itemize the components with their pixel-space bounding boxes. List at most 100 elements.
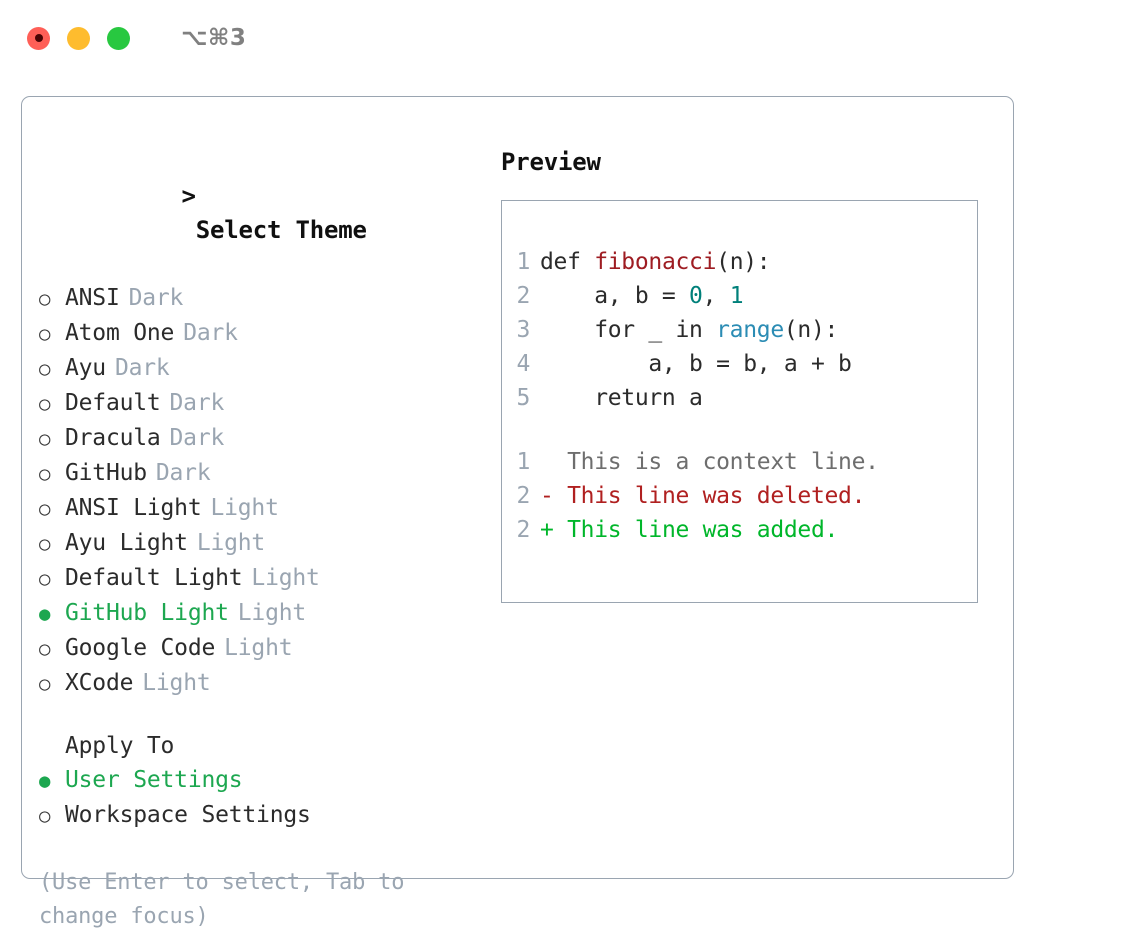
theme-option-ansi[interactable]: ○ ANSI Dark	[39, 281, 492, 316]
theme-option-label: Google Code	[65, 635, 216, 661]
apply-to-option-user-settings[interactable]: ● User Settings	[39, 763, 492, 798]
radio-unselected-icon: ○	[39, 428, 51, 450]
apply-to-option-label: User Settings	[65, 767, 243, 793]
theme-option-variant: Light	[224, 635, 293, 661]
code-token-num: 0	[689, 283, 703, 309]
code-line-text: for _ in range(n):	[540, 313, 838, 347]
theme-option-label: Default	[65, 390, 161, 416]
theme-option-label: GitHub	[65, 460, 147, 486]
code-token-call: range	[716, 317, 784, 343]
close-button[interactable]	[27, 26, 50, 50]
radio-unselected-icon: ○	[39, 288, 51, 310]
theme-option-variant: Dark	[114, 355, 170, 381]
theme-option-variant: Dark	[169, 390, 225, 416]
header-caret-icon: >	[181, 182, 196, 210]
radio-unselected-icon: ○	[39, 673, 51, 695]
theme-option-variant: Dark	[128, 285, 184, 311]
code-token-plain: def	[540, 249, 595, 275]
code-token-plain: for _ in	[540, 317, 717, 343]
code-token-plain: return a	[540, 385, 703, 411]
code-token-plain: (n):	[783, 317, 839, 343]
code-token-plain: a, b =	[540, 283, 690, 309]
theme-option-variant: Dark	[183, 320, 238, 346]
theme-option-label: XCode	[65, 670, 134, 696]
theme-option-ayu[interactable]: ○ Ayu Dark	[39, 351, 492, 386]
section-spacer	[39, 701, 492, 729]
theme-option-atom-one[interactable]: ○ Atom One Dark	[39, 316, 492, 351]
theme-option-label: ANSI	[65, 285, 120, 311]
code-line: 2 a, b = 0, 1	[502, 279, 977, 313]
radio-unselected-icon: ○	[39, 805, 51, 827]
theme-option-variant: Light	[142, 670, 211, 696]
code-line-number: 2	[516, 283, 530, 309]
code-line-text: a, b = b, a + b	[540, 347, 852, 381]
diff-line-ctx: 1 This is a context line.	[502, 445, 977, 479]
radio-unselected-icon: ○	[39, 568, 51, 590]
diff-sign	[540, 445, 554, 479]
theme-option-label: Atom One	[65, 320, 175, 346]
code-line-number: 5	[516, 385, 530, 411]
maximize-button[interactable]	[107, 26, 130, 50]
theme-option-google-code[interactable]: ○ Google Code Light	[39, 631, 492, 666]
theme-option-label: ANSI Light	[65, 495, 202, 521]
code-line: 5 return a	[502, 381, 977, 415]
diff-line-text: This line was deleted.	[553, 483, 866, 509]
diff-line-text: This line was added.	[553, 517, 839, 543]
theme-option-label: GitHub Light	[65, 600, 229, 626]
theme-option-label: Ayu	[65, 355, 106, 381]
diff-line-text: This is a context line.	[553, 449, 879, 475]
code-line: 1 def fibonacci(n):	[502, 245, 977, 279]
radio-unselected-icon: ○	[39, 638, 51, 660]
theme-option-label: Ayu Light	[65, 530, 188, 556]
radio-selected-icon: ●	[39, 770, 51, 792]
theme-option-variant: Light	[196, 530, 266, 556]
select-theme-title: Select Theme	[195, 216, 367, 244]
code-token-plain: a, b = b, a + b	[540, 351, 852, 377]
traffic-lights	[27, 26, 130, 50]
diff-line-del: 2- This line was deleted.	[502, 479, 977, 513]
radio-unselected-icon: ○	[39, 358, 51, 380]
code-line-text: a, b = 0, 1	[540, 279, 743, 313]
apply-to-option-workspace-settings[interactable]: ○ Workspace Settings	[39, 798, 492, 833]
theme-option-variant: Dark	[169, 425, 225, 451]
code-token-num: 1	[729, 283, 744, 309]
radio-unselected-icon: ○	[39, 463, 51, 485]
apply-to-option-label: Workspace Settings	[65, 802, 311, 828]
apply-to-header: Apply To	[65, 733, 175, 759]
diff-sign: +	[540, 517, 554, 543]
diff-line-number: 2	[516, 483, 530, 509]
code-line-number: 1	[516, 249, 530, 275]
select-theme-header: > Select Theme	[39, 145, 492, 281]
theme-option-variant: Light	[210, 495, 279, 521]
preview-header: Preview	[501, 148, 601, 176]
minimize-button[interactable]	[67, 26, 90, 50]
code-diff-gap	[502, 415, 977, 445]
code-token-fn: fibonacci	[594, 249, 717, 275]
diff-line-number: 1	[516, 449, 530, 475]
diff-block: 1 This is a context line.2- This line wa…	[502, 445, 977, 547]
code-line-text: return a	[540, 381, 703, 415]
keyboard-hint: (Use Enter to select, Tab to change focu…	[39, 870, 405, 929]
apply-to-list: ● User Settings ○ Workspace Settings	[39, 763, 492, 833]
code-line: 4 a, b = b, a + b	[502, 347, 977, 381]
title-bar: ⌥⌘3	[0, 0, 1140, 76]
diff-line-add: 2+ This line was added.	[502, 513, 977, 547]
code-line-number: 3	[516, 317, 530, 343]
code-line: 3 for _ in range(n):	[502, 313, 977, 347]
code-token-plain: (n):	[716, 249, 771, 275]
theme-option-variant: Light	[237, 600, 307, 626]
code-token-plain: ,	[702, 283, 730, 309]
theme-option-variant: Light	[251, 565, 320, 591]
theme-option-xcode[interactable]: ○ XCode Light	[39, 666, 492, 701]
radio-unselected-icon: ○	[39, 323, 51, 345]
